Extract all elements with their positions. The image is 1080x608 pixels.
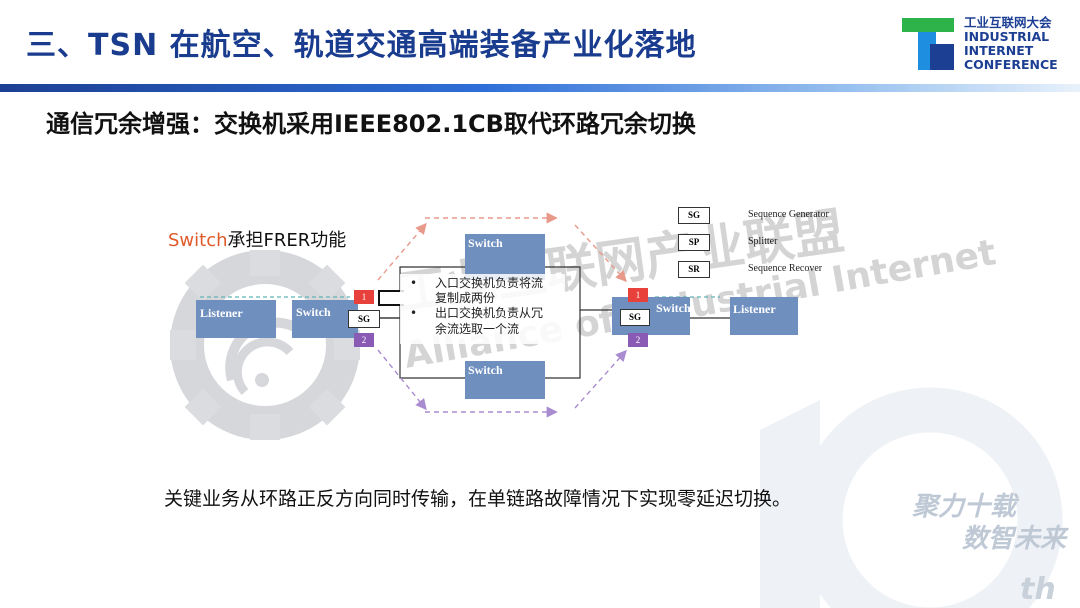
listener-right-label: Listener (733, 302, 776, 316)
legend-sg-key-label: SG (687, 210, 700, 220)
port-2-left: 2 (354, 333, 374, 347)
switch-bottom-node: Switch (465, 361, 545, 399)
legend-sr-key-label: SR (688, 264, 700, 274)
listener-right-node: Listener (730, 297, 798, 335)
port-1-right: 1 (628, 288, 648, 302)
switch-bottom-label: Switch (468, 363, 503, 377)
sg-left-tag: SG (348, 310, 380, 328)
legend-sg-key: SG (678, 207, 710, 224)
note-1-bullet: • (410, 276, 418, 290)
slogan-line-1: 聚力十载 (912, 492, 1017, 522)
legend-sp-text: Splitter (748, 236, 778, 247)
switch-top-node: Switch (465, 234, 545, 280)
frer-label-rest: 承担FRER功能 (227, 230, 347, 251)
switch-top-label: Switch (468, 236, 503, 250)
switch-right-label: Switch (656, 301, 691, 315)
header-divider (0, 84, 1080, 92)
sg-right-label: SG (628, 312, 641, 322)
page-title: 三、TSN 在航空、轨道交通高端装备产业化落地 (26, 28, 697, 63)
legend-sr-text: Sequence Recover (748, 263, 823, 274)
port-1-left: 1 (354, 290, 374, 304)
diagram-notes: • 入口交换机负责将流 复制成两份 • 出口交换机负责从冗 余流选取一个流 (400, 274, 565, 344)
note-2-line-2: 余流选取一个流 (435, 322, 520, 336)
switch-left-label: Switch (296, 305, 331, 319)
port-1-left-label: 1 (361, 292, 367, 302)
logo-text: 工业互联网大会 INDUSTRIAL INTERNET CONFERENCE (964, 16, 1058, 72)
listener-left-label: Listener (200, 306, 243, 320)
switch-left-node: Switch (292, 300, 358, 338)
summary-text: 关键业务从环路正反方向同时传输，在单链路故障情况下实现零延迟切换。 (164, 488, 792, 510)
legend-sr-key: SR (678, 261, 710, 278)
frer-function-label: Switch承担FRER功能 (168, 226, 346, 252)
logo-line-2: INTERNET (964, 43, 1034, 58)
port-2-right-label: 2 (635, 335, 641, 345)
note-2-bullet: • (410, 306, 418, 320)
slogan-line-2: 数智未来 (962, 524, 1067, 554)
note-1-line-1: 入口交换机负责将流 (435, 276, 544, 290)
logo-line-cn: 工业互联网大会 (964, 15, 1052, 30)
conference-logo: 工业互联网大会 INDUSTRIAL INTERNET CONFERENCE (900, 14, 1070, 76)
sg-right-tag: SG (620, 309, 650, 326)
port-1-right-label: 1 (635, 290, 641, 300)
logo-line-3: CONFERENCE (964, 57, 1058, 72)
legend-sg-text: Sequence Generator (748, 209, 829, 220)
port-2-right: 2 (628, 333, 648, 347)
legend-sp-key-label: SP (688, 237, 700, 247)
port-2-left-label: 2 (361, 335, 367, 345)
section-subtitle: 通信冗余增强：交换机采用IEEE802.1CB取代环路冗余切换 (46, 110, 696, 138)
note-2-line-1: 出口交换机负责从冗 (435, 306, 544, 320)
listener-left-node: Listener (196, 300, 276, 338)
note-marker (378, 290, 404, 306)
note-1-line-2: 复制成两份 (435, 291, 496, 305)
frer-label-accent: Switch (168, 230, 228, 251)
conference-logo-icon (902, 18, 954, 70)
sg-left-label: SG (357, 314, 370, 324)
legend-sp-key: SP (678, 234, 710, 251)
badge-suffix: th (1020, 572, 1056, 607)
logo-line-1: INDUSTRIAL (964, 29, 1050, 44)
